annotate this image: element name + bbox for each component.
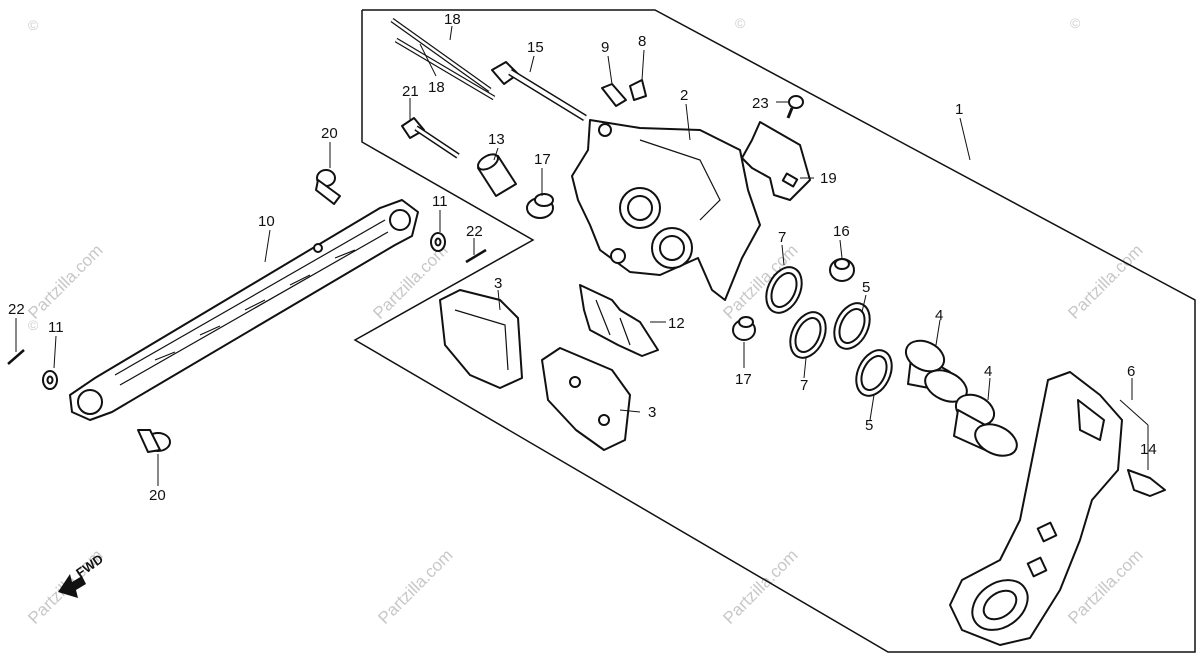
screw-23 <box>786 95 804 119</box>
callout-1: 1 <box>955 101 963 118</box>
assembly-frame <box>353 9 1196 653</box>
washer-11-left <box>42 370 58 390</box>
watermark-brand: Partzilla.com <box>1064 241 1146 323</box>
watermark-copyright: © <box>1070 15 1081 31</box>
callout-11: 11 <box>48 319 64 336</box>
bleeder-8 <box>629 79 647 101</box>
boot-17-upper <box>526 193 554 219</box>
piston-4-lower <box>953 393 1018 457</box>
callout-23: 23 <box>752 95 769 112</box>
callout-15: 15 <box>527 39 544 56</box>
callout-19: 19 <box>820 170 837 187</box>
callout-18: 18 <box>444 11 461 28</box>
callout-12: 12 <box>668 315 685 332</box>
clip-14 <box>1127 469 1166 497</box>
seal-7-upper <box>765 266 803 314</box>
callout-22: 22 <box>466 223 483 240</box>
seal-7-lower <box>789 311 827 359</box>
watermark-brand: Partzilla.com <box>374 546 456 628</box>
seal-5-upper <box>833 302 871 350</box>
callout-4: 4 <box>935 307 943 324</box>
watermark-copyright: © <box>28 317 39 333</box>
callout-3: 3 <box>648 404 656 421</box>
callout-3: 3 <box>494 275 502 292</box>
seal-5-lower <box>855 349 893 397</box>
bracket-6 <box>949 371 1123 646</box>
watermark-brand: Partzilla.com <box>24 241 106 323</box>
sleeve-13 <box>477 153 517 197</box>
pad-3-lower <box>541 347 631 451</box>
spring-12 <box>579 284 659 357</box>
callout-21: 21 <box>402 83 419 100</box>
leader-lines <box>15 25 1149 486</box>
watermark-copyright: © <box>28 17 39 33</box>
arrow-icon <box>58 574 86 598</box>
watermark-copyright: © <box>735 15 746 31</box>
plate-19 <box>741 121 811 201</box>
callout-14: 14 <box>1140 441 1157 458</box>
boot-17-lower <box>732 316 756 341</box>
callout-4: 4 <box>984 363 992 380</box>
callout-11: 11 <box>432 193 448 210</box>
cap-9 <box>601 83 627 107</box>
callout-2: 2 <box>680 87 688 104</box>
pad-3-upper <box>439 289 523 389</box>
cotter-pin-22-left <box>7 349 25 365</box>
callout-6: 6 <box>1127 363 1135 380</box>
nut-16 <box>829 258 855 282</box>
callout-8: 8 <box>638 33 646 50</box>
callout-5: 5 <box>865 417 873 434</box>
callout-22: 22 <box>8 301 25 318</box>
callout-10: 10 <box>258 213 275 230</box>
washer-11-right <box>430 232 446 252</box>
cotter-pin-22-right <box>465 248 487 264</box>
callout-17: 17 <box>735 371 752 388</box>
callout-9: 9 <box>601 39 609 56</box>
watermark-brand: Partzilla.com <box>719 546 801 628</box>
torque-arm-10 <box>69 199 419 421</box>
pin-20-lower <box>137 429 171 453</box>
pin-18 <box>390 17 496 101</box>
callout-7: 7 <box>800 377 808 394</box>
bolt-15 <box>491 61 587 121</box>
callout-5: 5 <box>862 279 870 296</box>
pin-20-upper <box>315 169 341 205</box>
watermark-brand: Partzilla.com <box>1064 546 1146 628</box>
callout-16: 16 <box>833 223 850 240</box>
callout-20: 20 <box>149 487 166 504</box>
callout-18: 18 <box>428 79 445 96</box>
piston-4-upper <box>904 339 968 403</box>
callout-labels: 1 2 3 3 4 4 5 5 6 7 7 8 9 10 11 11 12 13… <box>8 11 1157 504</box>
callout-13: 13 <box>488 131 505 148</box>
callout-17: 17 <box>534 151 551 168</box>
callout-20: 20 <box>321 125 338 142</box>
callout-7: 7 <box>778 229 786 246</box>
bolt-21 <box>401 117 460 159</box>
caliper-body-2 <box>571 119 761 301</box>
